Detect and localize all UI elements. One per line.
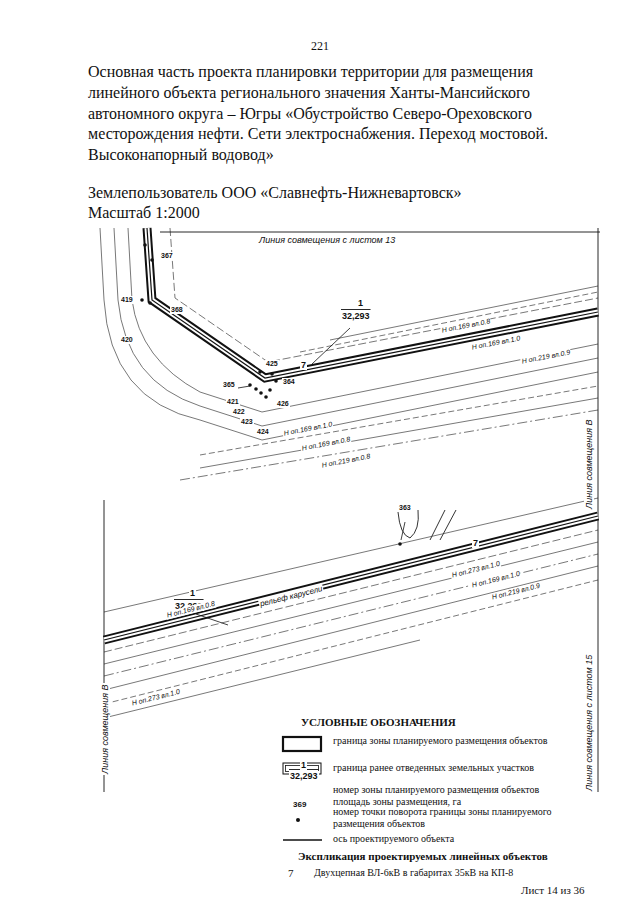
explication-number: 7	[287, 867, 295, 880]
point-number: 423	[240, 418, 254, 426]
zone-number: 1	[357, 298, 364, 308]
line-note: Н оп.219 вл.0.9	[520, 348, 572, 366]
fraction-bar	[174, 599, 204, 600]
match-line-label: Линия совмещения В	[100, 683, 110, 775]
line-note: Н оп.169 вл.0.8	[300, 435, 352, 453]
point-number: 365	[222, 381, 236, 389]
zone-area: 32,293	[341, 311, 371, 321]
line-note: Н оп.169 вл.1.0	[282, 420, 334, 438]
sheet-number: Лист 14 из 36	[520, 884, 586, 897]
sheet-frame	[104, 228, 600, 792]
sheet-title: Основная часть проекта планировки террит…	[88, 62, 566, 166]
point-number: 426	[276, 400, 290, 408]
zone-boundary	[104, 228, 598, 640]
legend-text: граница зоны планируемого размещения объ…	[333, 735, 568, 747]
legend-text: номер зоны планируемого размещения объек…	[333, 784, 568, 808]
line-note: Н оп.273 вл.1.0	[130, 688, 182, 708]
legend-samples	[283, 737, 322, 840]
land-user: Землепользователь ООО «Славнефть-Нижнева…	[88, 184, 462, 202]
point-number: 367	[160, 252, 174, 260]
axis-number: 7	[300, 360, 307, 370]
existing-lines	[100, 228, 598, 718]
axis-number: 7	[472, 538, 479, 548]
legend-text: граница ранее отведенных земельных участ…	[333, 762, 568, 774]
legend-text: номер точки поворота границы зоны планир…	[333, 806, 568, 830]
leader-lines	[196, 328, 405, 625]
legend-heading: УСЛОВНЫЕ ОБОЗНАЧЕНИЯ	[300, 716, 457, 729]
point-number: 419	[120, 296, 134, 304]
match-line-label: Линия совмещения В	[584, 418, 594, 510]
legend-text: ось проектируемого объекта	[333, 833, 568, 845]
turn-points	[140, 243, 402, 546]
hand-marks	[398, 510, 456, 540]
legend-sample	[296, 818, 300, 822]
page-number: 221	[311, 40, 329, 54]
match-line-label: Линия совмещения с листом 13	[258, 235, 396, 245]
point-number: 363	[398, 504, 412, 512]
explication-text: Двухцепная ВЛ-6кВ в габаритах 35кВ на КП…	[313, 867, 514, 879]
point-number: 422	[232, 408, 246, 416]
legend-sample	[283, 737, 321, 751]
legend-sample-point: 369	[292, 800, 307, 809]
legend-sample-number: 1	[300, 760, 307, 770]
scale-note: Масштаб 1:2000	[88, 204, 200, 222]
point-number: 420	[120, 336, 134, 344]
legend-sample-area: 32,293	[289, 771, 319, 781]
match-line-label: Линия совмещения с листом 15	[584, 654, 594, 792]
zone-number: 1	[189, 588, 196, 598]
terrain-note: рельеф карусели	[258, 584, 324, 609]
point-number: 364	[282, 378, 296, 386]
explication-heading: Экспликация проектируемых линейных объек…	[297, 850, 549, 863]
fraction-bar	[341, 309, 371, 310]
legend-sample	[283, 840, 322, 841]
line-note: Н оп.219 вл.0.9	[490, 582, 542, 602]
point-number: 425	[265, 360, 279, 368]
point-number: 421	[226, 398, 240, 406]
point-number: 368	[170, 306, 184, 314]
point-number: 424	[256, 428, 270, 436]
